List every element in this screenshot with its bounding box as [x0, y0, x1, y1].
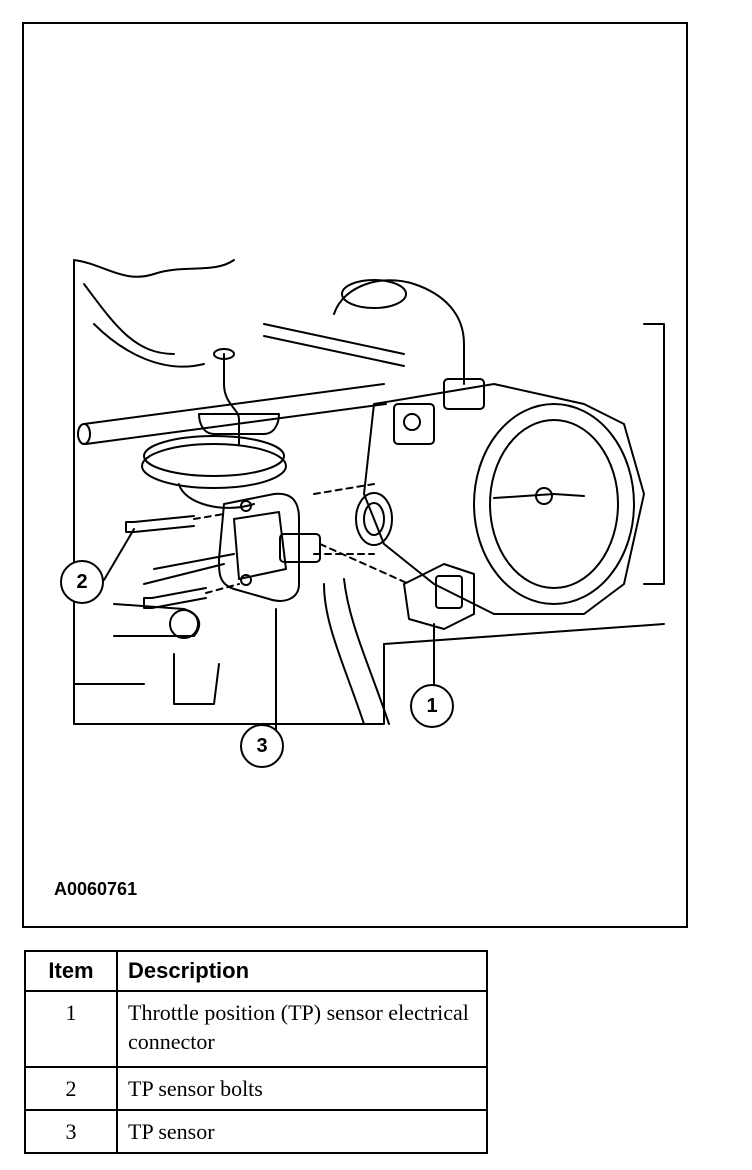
legend-table: Item Description 1 Throttle position (TP… — [24, 950, 488, 1154]
legend-header-row: Item Description — [24, 950, 488, 992]
table-row: 3 TP sensor — [24, 1109, 488, 1154]
header-description: Description — [116, 950, 488, 992]
item-number: 3 — [24, 1109, 118, 1154]
item-description: TP sensor — [116, 1109, 488, 1154]
callout-2: 2 — [60, 560, 104, 604]
item-number: 2 — [24, 1066, 118, 1111]
figure-id: A0060761 — [54, 879, 138, 899]
table-row: 2 TP sensor bolts — [24, 1066, 488, 1111]
header-item: Item — [24, 950, 118, 992]
item-number: 1 — [24, 990, 118, 1068]
item-description: TP sensor bolts — [116, 1066, 488, 1111]
throttle-body-illustration — [73, 259, 665, 745]
item-description: Throttle position (TP) sensor electrical… — [116, 990, 488, 1068]
callout-1: 1 — [410, 684, 454, 728]
table-row: 1 Throttle position (TP) sensor electric… — [24, 990, 488, 1068]
figure-frame: 2 3 1 A0060761 — [22, 22, 688, 928]
callout-3: 3 — [240, 724, 284, 768]
